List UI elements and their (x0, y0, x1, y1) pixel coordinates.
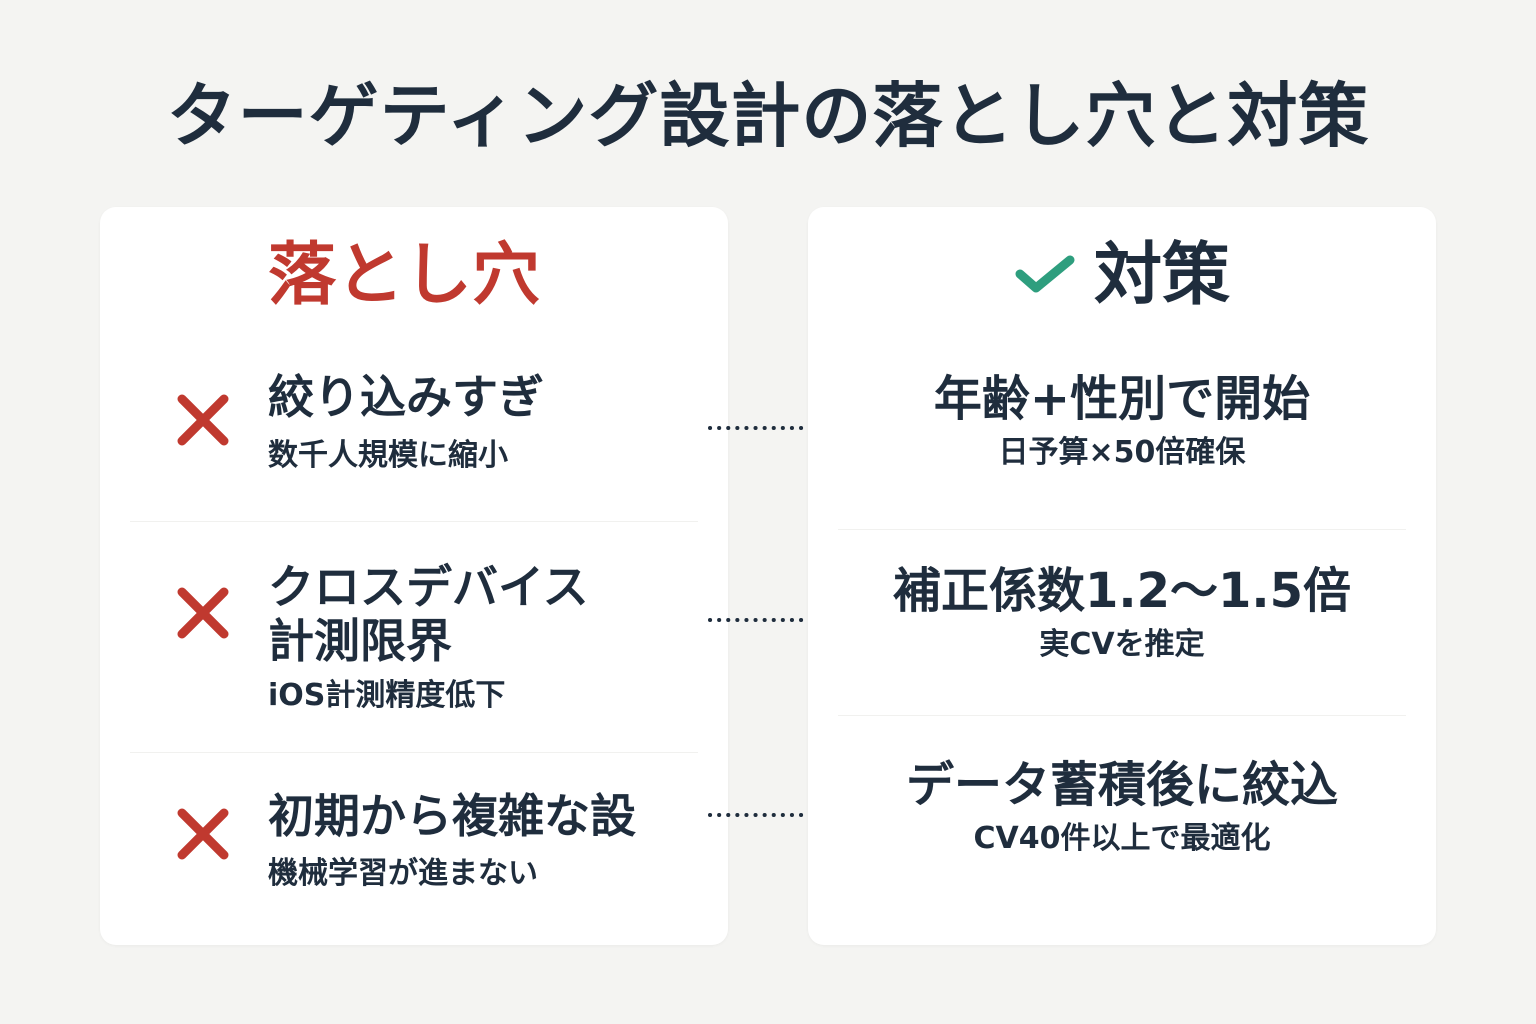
solution-title: データ蓄積後に絞込 (905, 757, 1338, 813)
solution-detail: 日予算×50倍確保 (998, 435, 1246, 470)
row-divider (838, 529, 1406, 530)
solution-item-2: 補正係数1.2～1.5倍 実CVを推定 (808, 563, 1436, 665)
solution-detail: 実CVを推定 (1039, 627, 1205, 662)
solution-detail: CV40件以上で最適化 (973, 821, 1271, 856)
solutions-panel: 対策 年齢+性別で開始 日予算×50倍確保 補正係数1.2～1.5倍 実CVを推… (808, 207, 1436, 945)
solution-item-1: 年齢+性別で開始 日予算×50倍確保 (808, 371, 1436, 473)
solution-title: 補正係数1.2～1.5倍 (892, 563, 1352, 619)
pitfalls-heading: 落とし穴 (268, 236, 541, 315)
solutions-heading: 対策 (808, 235, 1436, 317)
pitfall-detail: 機械学習が進まない (268, 856, 538, 891)
pitfall-detail: 数千人規模に縮小 (268, 438, 508, 473)
pitfall-title: 初期から複雑な設 (268, 789, 636, 843)
check-icon (1015, 255, 1075, 293)
solution-item-3: データ蓄積後に絞込 CV40件以上で最適化 (808, 757, 1436, 859)
solutions-heading-label: 対策 (1093, 236, 1230, 315)
page-title: ターゲティング設計の落とし穴と対策 (166, 75, 1370, 157)
solution-title: 年齢+性別で開始 (933, 371, 1311, 427)
pitfalls-panel: 落とし穴 絞り込みすぎ 数千人規模に縮小 クロスデバイス 計測限界 iOS計測精… (100, 207, 728, 945)
cross-icon (177, 808, 229, 860)
cross-icon (177, 587, 229, 639)
row-divider (130, 521, 698, 522)
row-divider (130, 752, 698, 753)
pitfall-title: 絞り込みすぎ (268, 370, 544, 424)
pitfall-title-line2: 計測限界 (268, 614, 452, 668)
pitfall-title-line1: クロスデバイス (268, 560, 589, 614)
cross-icon (177, 394, 229, 446)
row-divider (838, 715, 1406, 716)
pitfall-detail: iOS計測精度低下 (268, 678, 506, 713)
